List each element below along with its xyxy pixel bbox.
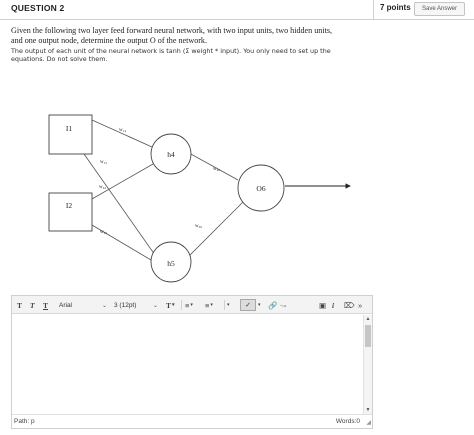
save-answer-button[interactable]: Save Answer <box>414 2 465 16</box>
editor-toolbar: T T T Arial ⌄ 3 (12pt) ⌄ T▾ ≡▾ ≡▾ ▾ ✓ ▾ … <box>12 296 372 314</box>
weight-label-w14: w₁₄ <box>119 128 126 133</box>
resize-grip-icon[interactable]: ◢ <box>366 420 371 426</box>
weight-label-w46: w₄₆ <box>213 167 220 172</box>
chevron-down-icon: ⌄ <box>101 302 107 309</box>
edge-h4-o6 <box>188 152 239 181</box>
more-options-icon[interactable]: ▾ <box>227 302 230 308</box>
chevron-down-icon: ⌄ <box>152 302 158 309</box>
font-size-value: 3 (12pt) <box>114 301 137 309</box>
hidden-node-h5-label: h5 <box>167 259 175 268</box>
edge-i2-h4 <box>91 163 154 200</box>
bold-icon[interactable]: T <box>17 300 23 310</box>
spellcheck-icon[interactable]: ✓ <box>240 299 256 311</box>
input-node-i1 <box>48 114 93 155</box>
scroll-down-icon[interactable]: ▼ <box>365 407 371 413</box>
question-title: QUESTION 2 <box>11 3 65 13</box>
element-path: Path: p <box>14 418 35 425</box>
output-node-o6-label: O6 <box>256 184 265 193</box>
input-node-i2-label: I2 <box>66 201 72 210</box>
edge-i1-h5 <box>83 153 156 256</box>
font-size-select[interactable]: 3 (12pt) ⌄ <box>112 299 160 311</box>
fullscreen-icon[interactable]: ⌦ <box>344 300 355 310</box>
question-prompt: Given the following two layer feed forwa… <box>11 26 366 47</box>
underline-icon[interactable]: T <box>43 300 49 310</box>
edge-h5-o6 <box>188 200 245 257</box>
word-count: Words:0 <box>335 418 360 425</box>
prompt-line-4: equations. Do not solve them. <box>11 55 108 64</box>
question-header: QUESTION 2 7 points Save Answer <box>0 0 474 20</box>
input-node-i2 <box>48 192 93 232</box>
unlink-icon[interactable]: ↝ <box>280 300 287 310</box>
font-family-value: Arial <box>59 301 73 309</box>
weight-label-w24: w₂₄ <box>99 185 106 190</box>
input-node-i1-label: I1 <box>66 124 72 133</box>
edge-i1-h4 <box>91 119 153 148</box>
weight-label-w25: w₂₅ <box>100 230 107 235</box>
font-family-select[interactable]: Arial ⌄ <box>57 299 109 311</box>
hidden-node-h4 <box>150 133 192 175</box>
answer-text-area[interactable] <box>12 315 363 414</box>
numbered-list-icon[interactable]: ≡▾ <box>205 300 213 310</box>
editor-scrollbar[interactable]: ▲ ▼ <box>363 315 372 414</box>
prompt-line-3: The output of each unit of the neural ne… <box>11 47 331 55</box>
weight-label-w56: w₅₆ <box>195 224 202 229</box>
scrollbar-thumb[interactable] <box>365 325 371 347</box>
prompt-line-2: and one output node, determine the outpu… <box>11 36 208 46</box>
weight-label-w15: w₁₅ <box>100 160 107 165</box>
editor-statusbar: Path: p Words:0 ◢ <box>12 414 372 428</box>
hidden-node-h4-label: h4 <box>167 150 175 159</box>
toolbar-separator <box>181 300 182 310</box>
info-icon[interactable]: i <box>332 300 335 310</box>
edge-i2-h5 <box>91 224 152 261</box>
hidden-node-h5 <box>150 241 192 283</box>
bullet-list-icon[interactable]: ≡▾ <box>185 300 193 310</box>
italic-icon[interactable]: T <box>30 300 35 310</box>
question-points: 7 points <box>380 3 411 12</box>
toolbar-separator <box>224 300 225 310</box>
spellcheck-menu-icon[interactable]: ▾ <box>258 302 261 308</box>
prompt-line-1: Given the following two layer feed forwa… <box>11 26 332 35</box>
answer-editor: T T T Arial ⌄ 3 (12pt) ⌄ T▾ ≡▾ ≡▾ ▾ ✓ ▾ … <box>11 295 373 429</box>
text-color-icon[interactable]: T▾ <box>166 300 175 310</box>
neural-network-diagram: I1 I2 h4 h5 O6 w₁₄ w₁₅ w₂₄ w₂₅ w₄₆ w₅₆ <box>48 114 351 283</box>
output-node-o6 <box>237 164 285 212</box>
question-instructions: The output of each unit of the neural ne… <box>11 47 371 63</box>
scroll-up-icon[interactable]: ▲ <box>365 316 371 322</box>
collapse-icon[interactable]: » <box>358 300 363 310</box>
header-divider <box>373 0 374 20</box>
link-icon[interactable]: 🔗 <box>268 300 278 310</box>
preview-icon[interactable]: ▣ <box>319 300 327 310</box>
